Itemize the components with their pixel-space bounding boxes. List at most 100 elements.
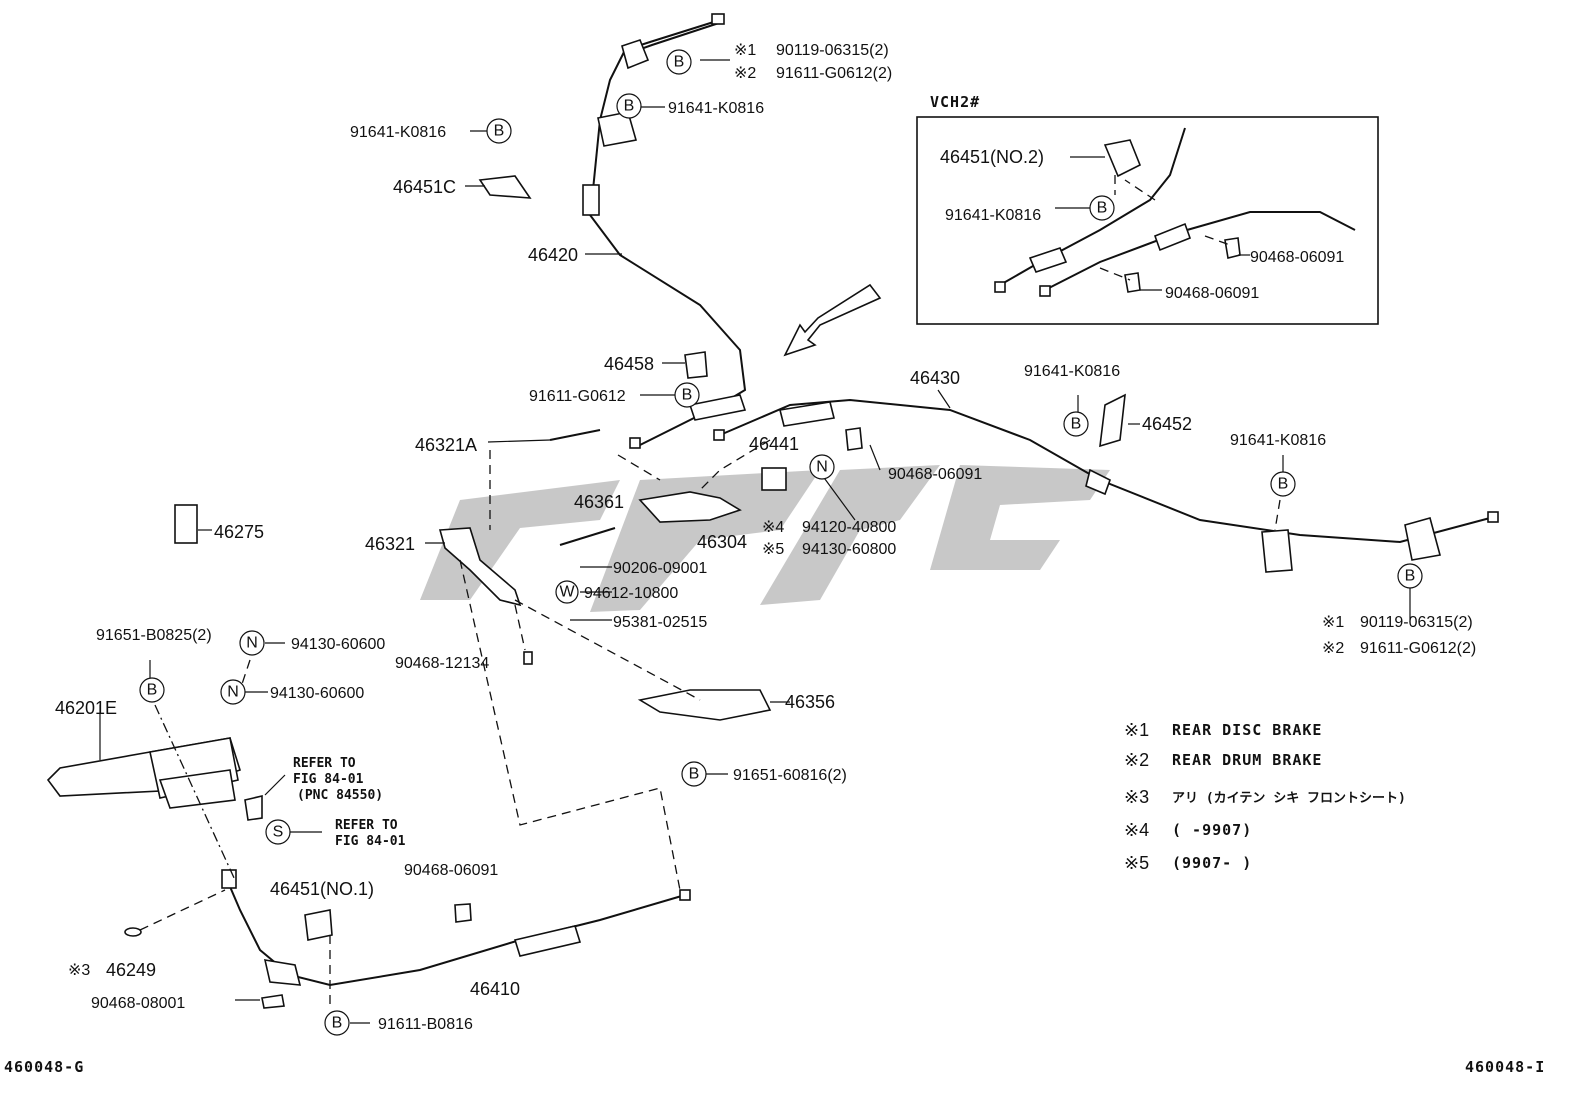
part-46356: 46356 [785, 692, 835, 712]
svg-text:B: B [332, 1015, 343, 1032]
legend-mark-5: ※5 [1124, 853, 1149, 873]
part-46275: 46275 [214, 522, 264, 542]
part-90119-top: 90119-06315(2) [776, 42, 889, 59]
svg-text:B: B [147, 682, 158, 699]
part-94120-40800: 94120-40800 [802, 519, 896, 536]
note-mark-4-mid: ※4 [762, 519, 784, 536]
part-46441: 46441 [749, 434, 799, 454]
part-90468-08001: 90468-08001 [91, 995, 185, 1012]
inset-part-90468-a: 90468-06091 [1250, 249, 1344, 266]
hand-brake-lever-46201e [46, 737, 241, 809]
inset-labels: VCH2# 46451(NO.2) 91641-K0816 90468-0609… [930, 93, 1344, 302]
part-91611-g0612-top: 91611-G0612(2) [776, 65, 892, 82]
circle-b-top-right: B [666, 49, 692, 75]
refer1-line1: REFER TO [293, 756, 356, 771]
part-46249: 46249 [106, 960, 156, 980]
part-labels: ※1 90119-06315(2) ※2 91611-G0612(2) 9164… [55, 42, 1476, 1033]
legend-mark-1: ※1 [1124, 720, 1149, 740]
svg-text:B: B [689, 766, 700, 783]
part-94130-60600-a: 94130-60600 [291, 636, 385, 653]
part-46420: 46420 [528, 245, 578, 265]
legend-text-1: REAR DISC BRAKE [1172, 721, 1322, 739]
bracket-46321 [438, 527, 522, 607]
part-91651-b0825: 91651-B0825(2) [96, 627, 212, 644]
part-90468-06091-low: 90468-06091 [404, 862, 498, 879]
svg-text:W: W [559, 584, 575, 601]
pin-46361 [559, 527, 616, 546]
circle-b-right-lower: B [1397, 563, 1423, 589]
part-46201e: 46201E [55, 698, 117, 718]
note-mark-1-top: ※1 [734, 42, 756, 59]
leader-lines [99, 59, 1411, 1024]
part-91611-b0816: 91611-B0816 [378, 1016, 473, 1033]
refer1-line3: (PNC 84550) [297, 788, 383, 803]
circle-b-46458: B [674, 382, 700, 408]
circle-b-46356: B [681, 761, 707, 787]
part-90468-12134: 90468-12134 [395, 655, 489, 672]
refer1-line2: FIG 84-01 [293, 772, 364, 787]
legend-text-5: (9907- ) [1172, 854, 1252, 872]
cable-46430 [713, 398, 1499, 573]
inset-vch2 [916, 116, 1379, 325]
plate-46304 [638, 491, 742, 523]
note-mark-5-mid: ※5 [762, 541, 784, 558]
svg-text:B: B [1071, 416, 1082, 433]
part-46321a: 46321A [415, 435, 477, 455]
circle-b-46452: B [1063, 411, 1089, 437]
cover-46356 [637, 689, 772, 721]
part-94612-10800: 94612-10800 [584, 585, 678, 602]
circle-n-lower: N [220, 679, 246, 705]
part-46451-no1: 46451(NO.1) [270, 879, 374, 899]
legend-text-3: アリ (カイテン シキ フロントシート) [1172, 791, 1406, 806]
refer-callouts: REFER TO FIG 84-01 (PNC 84550) REFER TO … [293, 756, 406, 849]
svg-text:S: S [273, 824, 284, 841]
legend-mark-4: ※4 [1124, 820, 1149, 840]
part-91641-k0816-right-b: 91641-K0816 [1230, 432, 1326, 449]
inset-part-90468-b: 90468-06091 [1165, 285, 1259, 302]
part-90119-right: 90119-06315(2) [1360, 614, 1473, 631]
circle-b-top-mid: B [616, 93, 642, 119]
part-46458: 46458 [604, 354, 654, 374]
part-91641-k0816-top-left: 91641-K0816 [350, 124, 446, 141]
inset-part-91641-k0816: 91641-K0816 [945, 207, 1041, 224]
note-mark-1-right: ※1 [1322, 614, 1344, 631]
svg-text:B: B [494, 123, 505, 140]
part-46452: 46452 [1142, 414, 1192, 434]
circle-s: S [265, 819, 291, 845]
svg-text:B: B [674, 54, 685, 71]
circle-b-lever: B [139, 677, 165, 703]
direction-arrow [783, 283, 882, 357]
legend-text-2: REAR DRUM BRAKE [1172, 751, 1322, 769]
dashed-guides [139, 439, 1281, 1005]
circle-w: W [555, 580, 579, 604]
circle-n-mid: N [809, 454, 835, 480]
note-mark-2-top: ※2 [734, 65, 756, 82]
circle-b-right-upper: B [1270, 471, 1296, 497]
svg-text:N: N [227, 684, 239, 701]
circle-b-bottom: B [324, 1010, 350, 1036]
part-46304: 46304 [697, 532, 747, 552]
part-91641-k0816-right-a: 91641-K0816 [1024, 363, 1120, 380]
part-90468-06091-mid: 90468-06091 [888, 466, 982, 483]
inset-frame [916, 116, 1379, 325]
part-46451c: 46451C [393, 177, 456, 197]
cable-46420 [582, 13, 747, 449]
note-mark-3-low: ※3 [68, 962, 90, 979]
part-46430: 46430 [910, 368, 960, 388]
svg-text:B: B [1097, 200, 1108, 217]
circle-markers: B B B B B B B B B B B N N N W S [139, 49, 1423, 1036]
legend-mark-3: ※3 [1124, 787, 1149, 807]
svg-text:B: B [1405, 568, 1416, 585]
part-46361: 46361 [574, 492, 624, 512]
part-90206-09001: 90206-09001 [613, 560, 707, 577]
footer-code-left: 460048-G [4, 1058, 84, 1076]
svg-text:B: B [682, 387, 693, 404]
refer2-line1: REFER TO [335, 818, 398, 833]
inset-part-46451-no2: 46451(NO.2) [940, 147, 1044, 167]
spring-46321a [549, 429, 601, 441]
part-95381-02515: 95381-02515 [613, 614, 707, 631]
inset-title: VCH2# [930, 93, 980, 111]
circle-n-upper: N [239, 630, 265, 656]
svg-text:N: N [246, 635, 258, 652]
